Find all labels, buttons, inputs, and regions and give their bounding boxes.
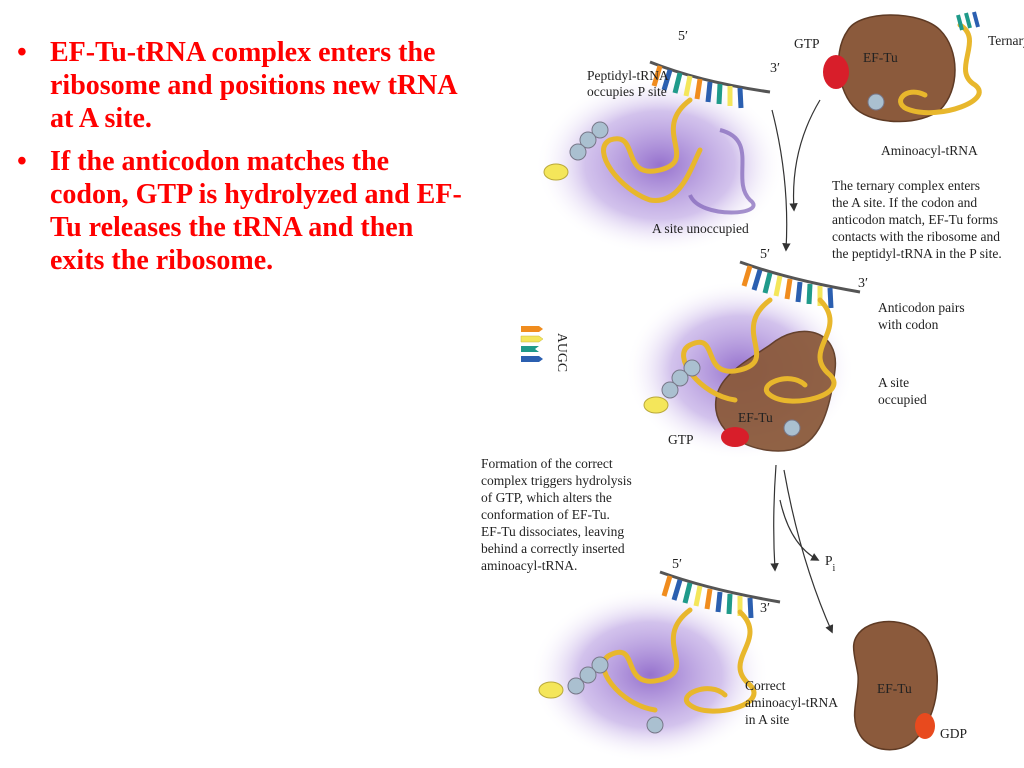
note2-line: Formation of the correct <box>481 456 613 471</box>
bullet-item: • EF-Tu-tRNA complex enters the ribosome … <box>14 36 464 135</box>
note2-line: of GTP, which alters the <box>481 490 612 505</box>
note2-line: behind a correctly inserted <box>481 541 625 556</box>
gdp-label: GDP <box>940 726 967 741</box>
bullet-text: If the anticodon matches the codon, GTP … <box>50 146 462 276</box>
note1-line: contacts with the ribosome and <box>832 229 1000 244</box>
arrow-to-step3 <box>770 464 779 572</box>
a-site-unoccupied-label: A site unoccupied <box>652 221 749 236</box>
gtp-molecule-2 <box>721 427 749 447</box>
p-site-label: occupies P site <box>587 84 667 99</box>
ef-tu-label-3: EF-Tu <box>877 681 912 696</box>
ef-tu-protein-3 <box>852 620 938 751</box>
three-prime-label-2: 3′ <box>858 276 868 291</box>
ef-tu-diagram: A U G C <box>481 11 1024 763</box>
bullet-list: • EF-Tu-tRNA complex enters the ribosome … <box>14 36 464 287</box>
mrna-codons-3 <box>661 575 754 619</box>
aminoacyl-trna-label-3: aminoacyl-tRNA <box>745 695 838 710</box>
bullet-text: EF-Tu-tRNA complex enters the ribosome a… <box>50 37 457 134</box>
bullet-dot: • <box>17 146 27 177</box>
five-prime-label-3: 5′ <box>672 557 682 572</box>
note1-line: the A site. If the codon and <box>832 195 977 210</box>
note2-line: complex triggers hydrolysis <box>481 473 632 488</box>
aminoacyl-trna-label-1: Aminoacyl-tRNA <box>881 143 978 158</box>
legend-swatch-c <box>521 356 543 362</box>
arrow-ternary-to-step2 <box>789 99 821 212</box>
ef-tu-label-2: EF-Tu <box>738 410 773 425</box>
with-codon-label: with codon <box>878 317 939 332</box>
aminoacyl-trna-2 <box>764 297 837 404</box>
ribosome-1 <box>535 75 785 255</box>
peptide-chain-3 <box>538 656 609 699</box>
gtp-label-2: GTP <box>668 432 694 447</box>
note1-line: anticodon match, EF-Tu forms <box>832 212 998 227</box>
gtp-label-1: GTP <box>794 36 820 51</box>
anticodon-pairs-label: Anticodon pairs <box>878 300 965 315</box>
legend-letter-c: C <box>555 363 570 372</box>
correct-label: Correct <box>745 678 786 693</box>
occupied-label: occupied <box>878 392 927 407</box>
arrow-to-pi <box>779 499 820 561</box>
note2-line: EF-Tu dissociates, leaving <box>481 524 624 539</box>
arrow-ribosome-to-step2 <box>771 109 791 252</box>
step2-panel: 5′ 3′ Anticodon pairs with codon A site … <box>625 247 965 460</box>
mrna-strand-3 <box>659 570 781 604</box>
amino-acid-2 <box>783 419 801 437</box>
gdp-molecule <box>915 713 935 739</box>
legend-swatch-a <box>521 326 543 332</box>
mrna-strand-1 <box>649 60 771 94</box>
note2-line: aminoacyl-tRNA. <box>481 558 577 573</box>
bullet-item: • If the anticodon matches the codon, GTP… <box>14 145 464 277</box>
ternary-complex: GTP EF-Tu Ternary complex Aminoacyl-tRNA <box>794 11 1024 158</box>
ef-tu-protein-2 <box>714 330 837 452</box>
mrna-codons-1 <box>651 65 744 109</box>
in-a-site-label: in A site <box>745 712 789 727</box>
five-prime-label-1: 5′ <box>678 29 688 44</box>
ribosome-3 <box>530 587 770 763</box>
mrna-codons-2 <box>741 265 834 309</box>
legend-swatch-g <box>521 346 539 352</box>
a-site-label: A site <box>878 375 909 390</box>
amino-acid-1 <box>867 93 885 111</box>
peptidyl-trna-3 <box>601 607 693 713</box>
step1-panel: 5′ 3′ Peptidyl-tRNA occupies P site A si… <box>535 11 1024 255</box>
note2-line: conformation of EF-Tu. <box>481 507 610 522</box>
ternary-complex-label: Ternary complex <box>988 33 1024 48</box>
legend-swatch-u <box>520 335 544 343</box>
three-prime-label-3: 3′ <box>760 601 770 616</box>
gtp-molecule-1 <box>823 55 849 89</box>
legend-letter-g: G <box>555 353 570 363</box>
legend-letter-a: A <box>555 333 570 343</box>
five-prime-label-2: 5′ <box>760 247 770 262</box>
bullet-dot: • <box>17 37 27 68</box>
ef-tu-label-1: EF-Tu <box>863 50 898 65</box>
step3-panel: 5′ 3′ Correct aminoacyl-tRNA in A site E… <box>530 557 967 763</box>
ef-tu-protein-1 <box>837 14 956 123</box>
peptidyl-trna-1 <box>601 97 703 203</box>
mrna-strand-2 <box>739 260 861 294</box>
note1-line: The ternary complex enters <box>832 178 980 193</box>
peptide-chain-2 <box>643 359 701 414</box>
anticodon-1 <box>956 11 980 31</box>
legend-letter-u: U <box>555 343 570 353</box>
peptidyl-trna-label: Peptidyl-tRNA <box>587 68 669 83</box>
amino-acid-3 <box>646 716 664 734</box>
three-prime-label-1: 3′ <box>770 61 780 76</box>
peptide-chain-1 <box>543 121 609 181</box>
aminoacyl-trna-3 <box>684 609 757 714</box>
empty-a-site-1 <box>688 128 756 215</box>
aminoacyl-trna-1 <box>898 22 982 116</box>
nucleotide-legend: A U G C <box>520 326 570 372</box>
note1-line: the peptidyl-tRNA in the P site. <box>832 246 1002 261</box>
pi-label: Pi <box>825 553 836 574</box>
arrow-to-eftu-gdp <box>783 469 834 634</box>
